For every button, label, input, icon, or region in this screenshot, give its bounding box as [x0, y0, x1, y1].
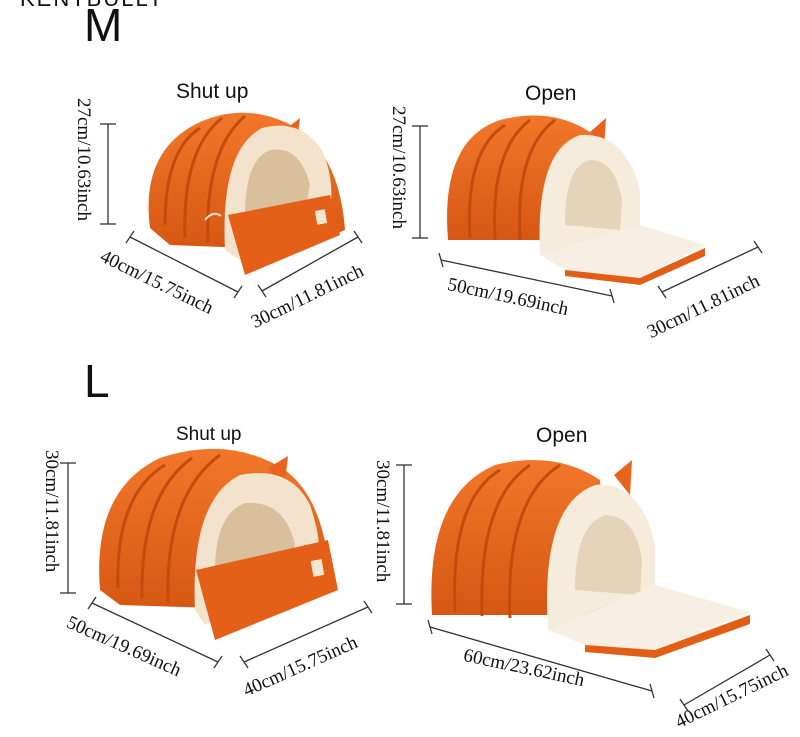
dimlines-m-open	[412, 125, 763, 304]
bed-m-shut	[148, 112, 345, 275]
top-brand-text: KENTBULLY	[20, 0, 165, 12]
bed-l-open	[431, 460, 750, 658]
dimlines-l-open	[396, 464, 775, 712]
dim-m-open-height: 27cm/10.63inch	[388, 106, 409, 229]
caption-l-shut: Shut up	[176, 424, 242, 445]
bed-l-shut	[99, 448, 338, 640]
size-label-l: L	[84, 355, 110, 407]
size-label-m: M	[84, 0, 123, 51]
bed-m-open	[447, 115, 705, 285]
dim-m-shut-height: 27cm/10.63inch	[73, 98, 94, 221]
dimlines-m-shut	[100, 123, 363, 299]
caption-l-open: Open	[536, 424, 588, 447]
caption-m-open: Open	[525, 82, 577, 105]
dim-l-open-height: 30cm/11.81inch	[372, 460, 393, 583]
dimlines-l-shut	[60, 462, 373, 669]
dim-l-shut-height: 30cm/11.81inch	[41, 450, 62, 573]
caption-m-shut: Shut up	[176, 80, 249, 103]
